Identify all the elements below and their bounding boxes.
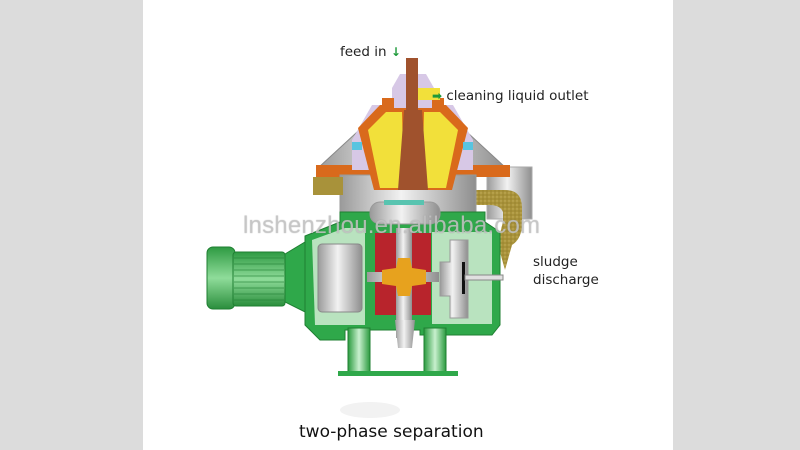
- right-arrow-icon: ➡: [432, 89, 443, 103]
- reflection: [340, 402, 400, 418]
- brake-wheel: [439, 239, 504, 319]
- electric-motor: [206, 241, 306, 313]
- down-arrow-icon: ↓: [390, 45, 401, 59]
- worm-gear: [367, 228, 439, 348]
- watermark: lnshenzhou.en.alibaba.com: [243, 212, 541, 239]
- sludge-text: sludge: [533, 254, 578, 270]
- support-legs: [338, 327, 458, 376]
- discharge-text: discharge: [533, 272, 599, 288]
- sludge-discharge-label: sludge discharge: [533, 253, 613, 289]
- feed-pipe: [382, 58, 444, 190]
- cleaning-liquid-outlet-text: cleaning liquid outlet: [446, 88, 589, 104]
- feed-in-text: feed in: [340, 44, 387, 60]
- diagram-caption: two-phase separation: [299, 422, 484, 442]
- cleaning-liquid-outlet-label: ➡ cleaning liquid outlet: [432, 88, 589, 104]
- feed-in-label: feed in ↓: [340, 44, 401, 60]
